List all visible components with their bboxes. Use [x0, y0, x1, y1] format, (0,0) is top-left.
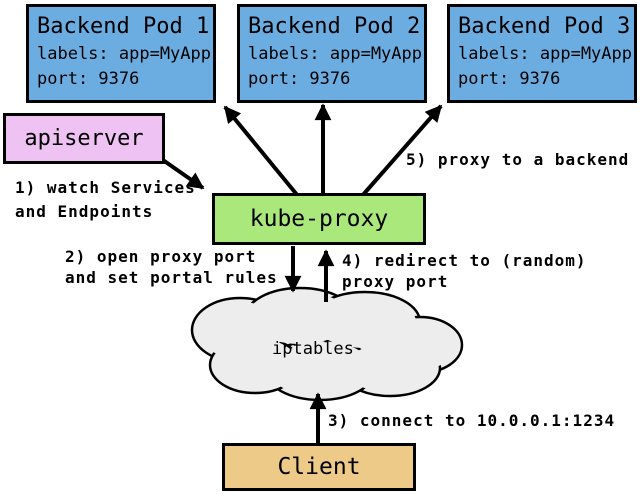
- kube-proxy-label: kube-proxy: [249, 206, 389, 232]
- backend-pod-2-port: port: 9376: [248, 69, 351, 89]
- client-label: Client: [277, 454, 361, 480]
- backend-pod-2-box: Backend Pod 2 labels: app=MyApp port: 93…: [237, 4, 427, 103]
- annotation-step3-connect: 3) connect to 10.0.0.1:1234: [328, 411, 616, 430]
- backend-pod-1-labels: labels: app=MyApp: [37, 44, 211, 64]
- apiserver-label: apiserver: [24, 126, 144, 151]
- apiserver-box: apiserver: [3, 113, 165, 164]
- backend-pod-3-box: Backend Pod 3 labels: app=MyApp port: 93…: [447, 4, 637, 103]
- iptables-label: iptables: [272, 339, 354, 359]
- backend-pod-1-port: port: 9376: [37, 69, 140, 89]
- backend-pod-1-box: Backend Pod 1 labels: app=MyApp port: 93…: [26, 4, 216, 103]
- backend-pod-3-labels: labels: app=MyApp: [458, 44, 632, 64]
- backend-pod-3-port: port: 9376: [458, 69, 561, 89]
- annotation-step1-watch-services: 1) watch Services and Endpoints: [15, 178, 196, 221]
- backend-pod-2-labels: labels: app=MyApp: [248, 44, 422, 64]
- arrow-kube-proxy-to-pod3: [360, 104, 443, 198]
- backend-pod-2-title: Backend Pod 2: [248, 14, 421, 39]
- backend-pod-1-title: Backend Pod 1: [37, 14, 210, 39]
- annotation-step5-proxy-to-backend: 5) proxy to a backend: [406, 150, 630, 169]
- iptables-cloud-fill: [196, 292, 458, 396]
- annotation-step2-open-proxy-port: 2) open proxy port and set portal rules: [65, 247, 278, 287]
- arrow-apiserver-to-kube-proxy: [158, 156, 205, 190]
- annotation-step4-redirect: 4) redirect to (random) proxy port: [342, 251, 587, 291]
- client-box: Client: [222, 443, 416, 491]
- backend-pod-3-title: Backend Pod 3: [458, 14, 631, 39]
- arrow-kube-proxy-to-pod1: [223, 105, 300, 198]
- kube-proxy-box: kube-proxy: [212, 193, 426, 245]
